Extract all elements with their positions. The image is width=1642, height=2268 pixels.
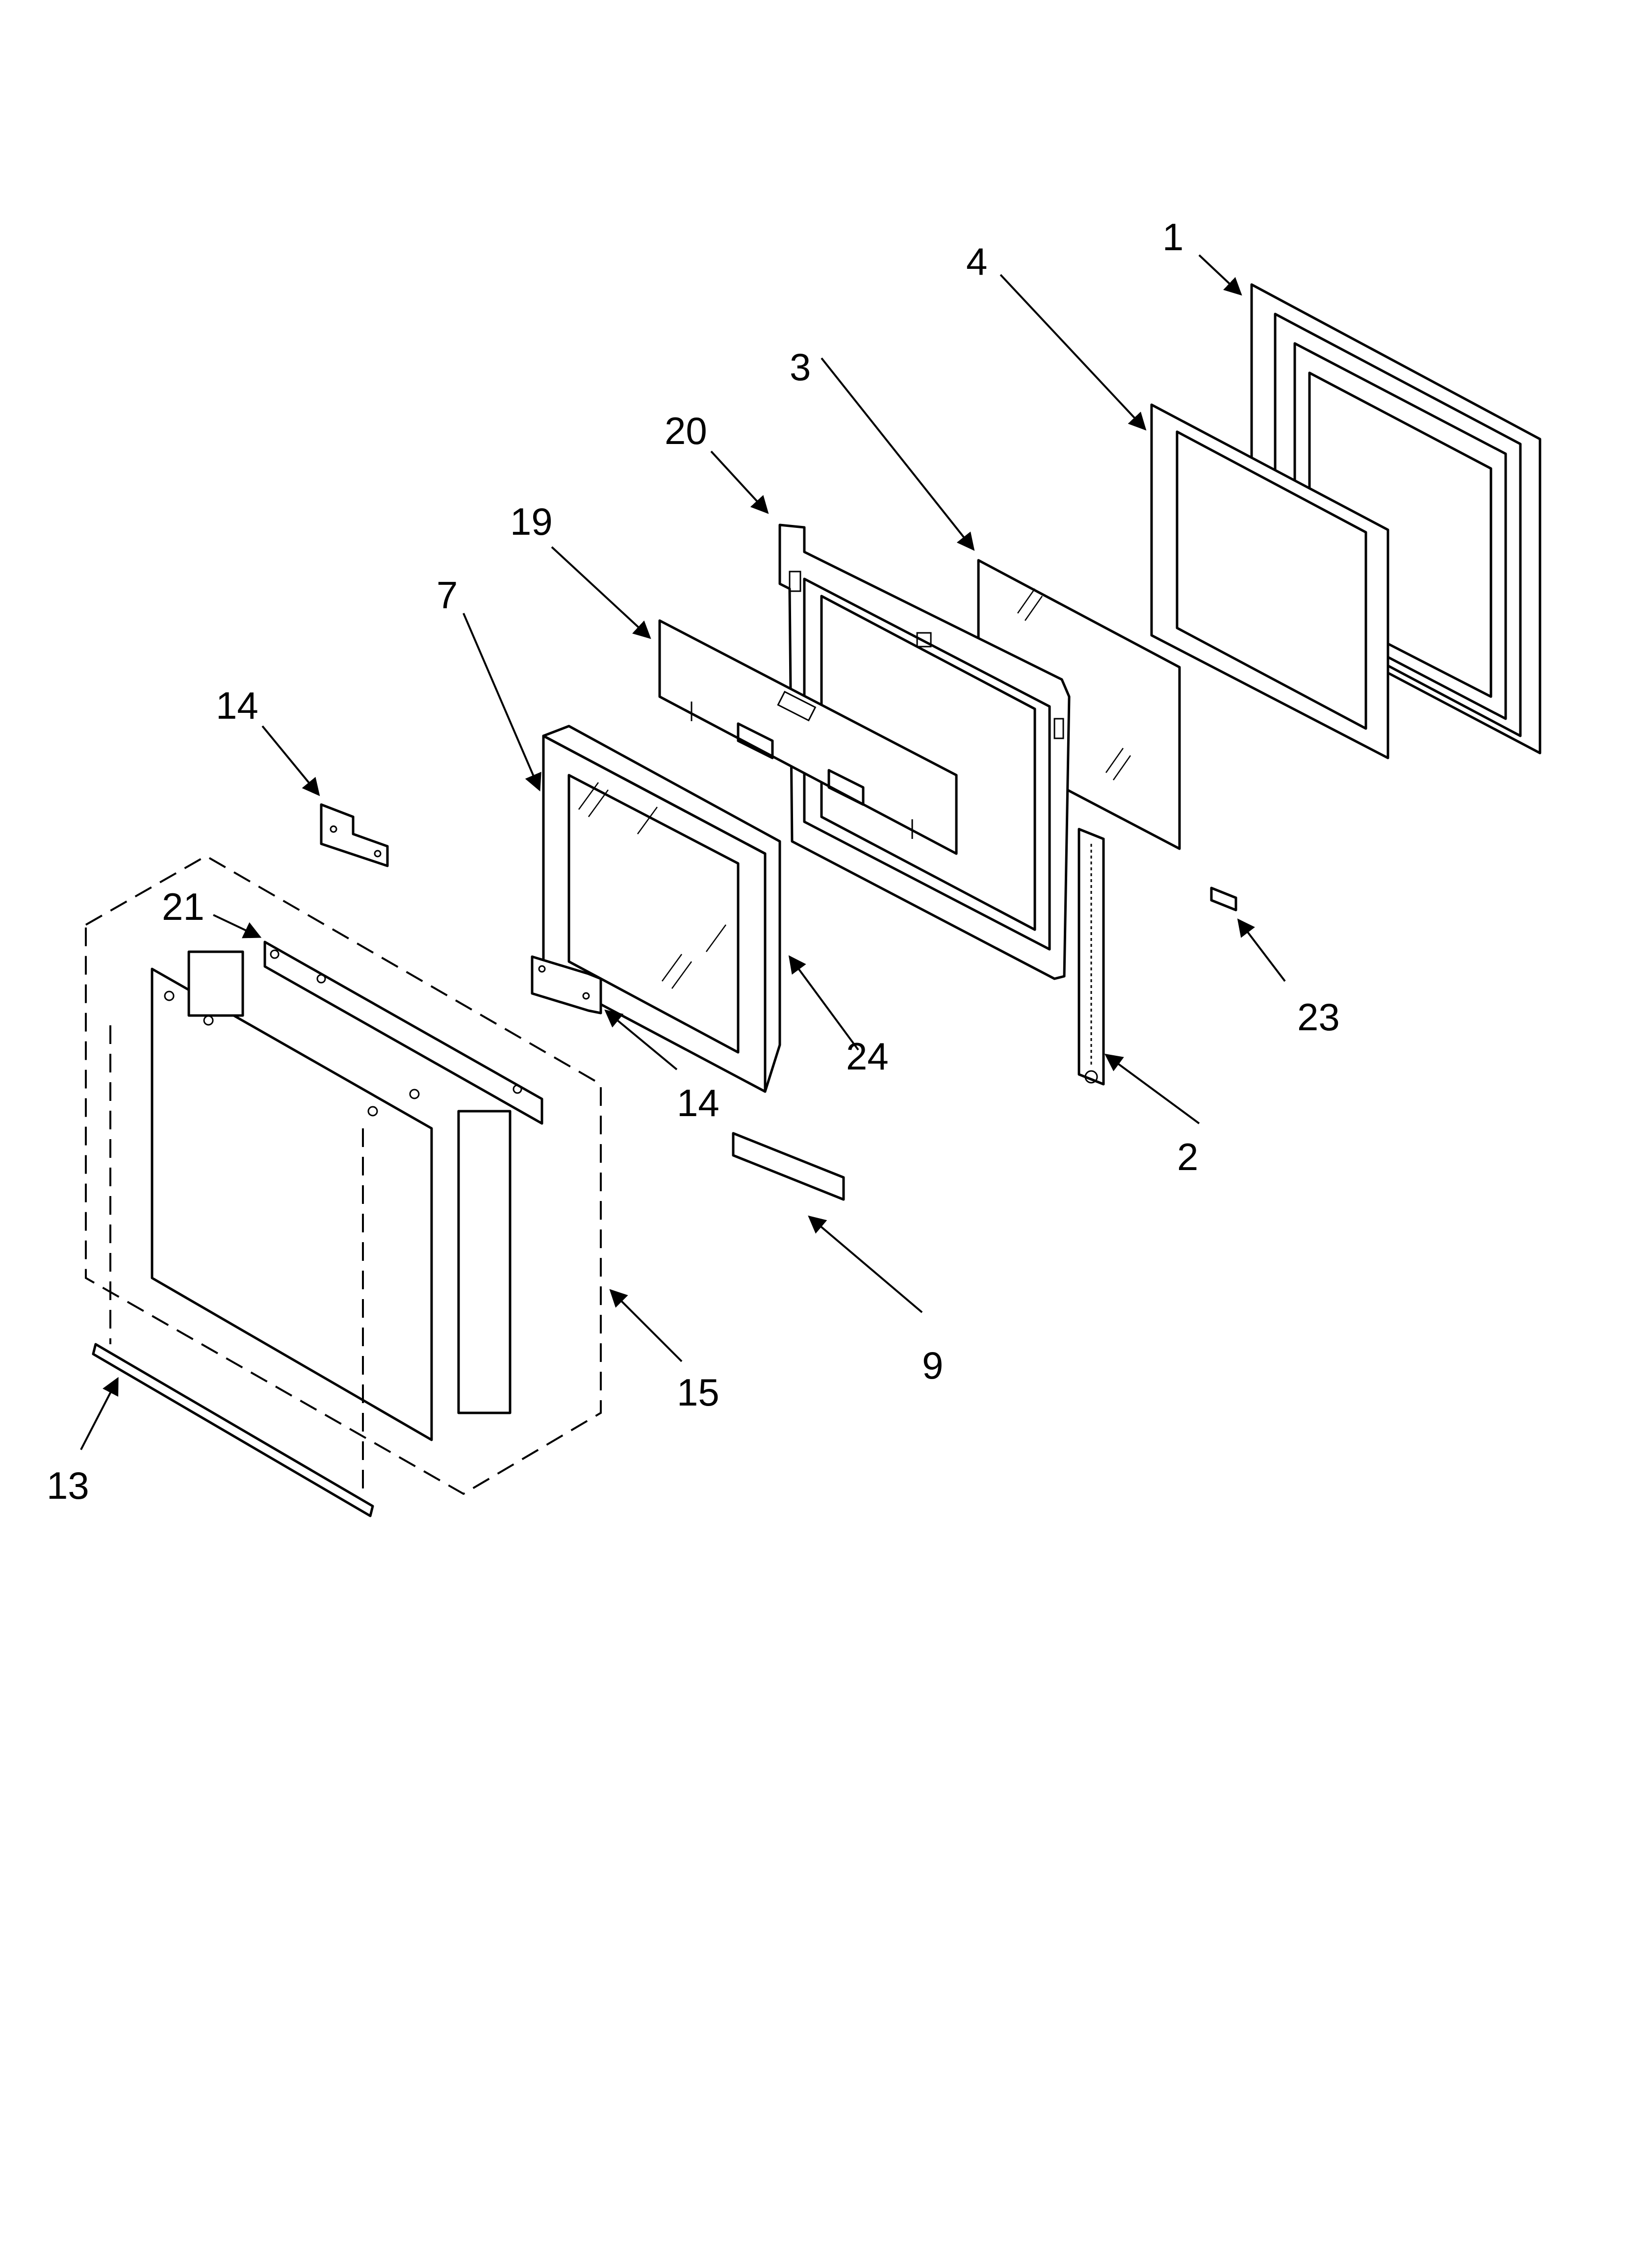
part-14-hinge-bracket-lower: [531, 955, 602, 1015]
part-23-clip: [1210, 886, 1237, 912]
callout-2: 2: [1177, 1135, 1198, 1178]
callout-3: 3: [790, 345, 811, 389]
callout-19: 19: [510, 500, 553, 543]
part-3-inner-glass: [977, 559, 1181, 850]
part-9-trim-strip: [732, 1132, 845, 1201]
part-13-door-handle: [92, 1343, 374, 1517]
callout-14-upper: 14: [216, 684, 258, 727]
callout-9: 9: [922, 1344, 943, 1387]
callout-13: 13: [47, 1464, 89, 1507]
callout-24: 24: [846, 1035, 889, 1078]
callout-21: 21: [162, 885, 205, 928]
callout-1: 1: [1162, 215, 1183, 259]
callout-7: 7: [436, 574, 458, 617]
part-4-door-frame: [1150, 403, 1389, 759]
callout-15: 15: [677, 1371, 719, 1414]
callout-14-lower: 14: [677, 1081, 719, 1124]
part-15-outer-door-assembly: [85, 855, 602, 1496]
part-14-hinge-bracket-upper: [320, 803, 389, 867]
part-19-baffle: [658, 619, 958, 855]
part-24-glass-pane: [542, 725, 781, 1093]
part-21-trim-bar: [263, 940, 543, 1125]
part-2-hinge-rail: [1078, 828, 1105, 1086]
leader-lines: [80, 254, 1286, 1450]
callout-23: 23: [1297, 995, 1340, 1039]
part-7-glass-pane: [542, 734, 767, 1093]
part-20-glass-retainer: [778, 523, 1071, 980]
callout-4: 4: [966, 240, 987, 283]
callout-20: 20: [665, 409, 707, 452]
